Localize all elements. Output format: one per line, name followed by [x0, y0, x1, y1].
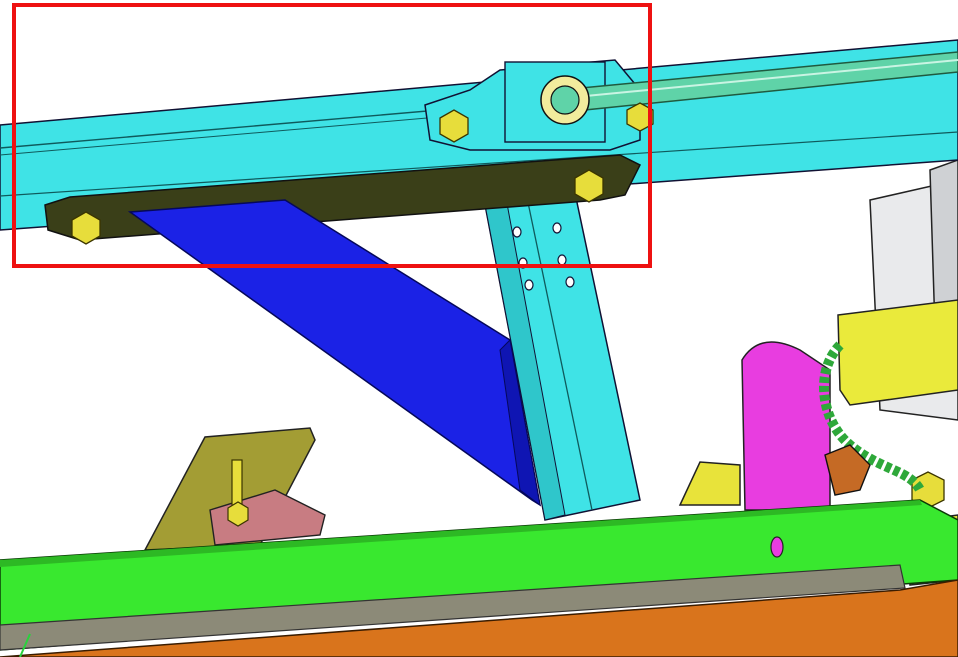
grey-strip[interactable] — [0, 564, 906, 651]
axis-triad-icon — [19, 633, 31, 657]
brace-edge — [499, 338, 541, 507]
orange-base[interactable] — [0, 579, 958, 657]
connector[interactable] — [824, 444, 871, 496]
rail-top-edge — [0, 500, 922, 567]
grey-housing-side[interactable] — [929, 159, 958, 332]
beam-edge-line-3 — [0, 131, 958, 197]
rod-highlight — [564, 59, 958, 99]
post-edge — [519, 163, 593, 511]
stud-nut — [227, 501, 249, 527]
post-holes — [512, 222, 575, 291]
yellow-bracket[interactable] — [837, 299, 958, 406]
diagonal-brace[interactable] — [127, 199, 542, 507]
rail-hole — [770, 536, 784, 558]
rod-bushing-inner — [550, 85, 580, 115]
yellow-box[interactable] — [678, 461, 741, 506]
magenta-bracket[interactable] — [741, 341, 831, 511]
